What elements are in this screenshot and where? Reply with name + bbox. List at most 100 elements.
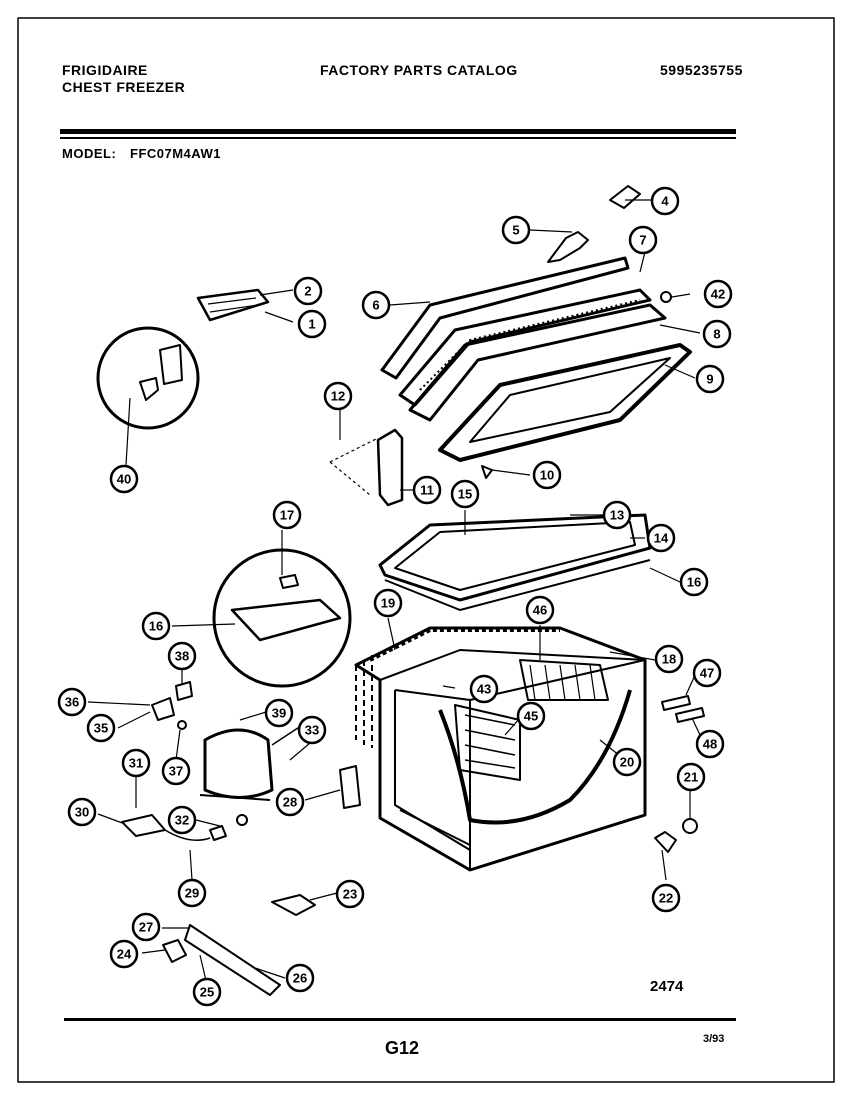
callout-number: 10: [540, 468, 554, 483]
callout-c25: 25: [192, 977, 222, 1007]
lid-outer-frame: [380, 256, 630, 380]
callout-circle: [264, 698, 294, 728]
callout-c29: 29: [177, 878, 207, 908]
callout-circle: [373, 588, 403, 618]
callout-c9: 9: [695, 364, 725, 394]
callout-number: 18: [662, 652, 676, 667]
callout-number: 32: [175, 813, 189, 828]
callout-circle: [692, 658, 722, 688]
callout-number: 20: [620, 755, 634, 770]
breaker-frame: [378, 513, 652, 602]
compressor: [203, 728, 274, 799]
callout-number: 31: [129, 756, 143, 771]
start-relay: [151, 697, 175, 721]
cabinet-base-rail: [399, 809, 471, 870]
callout-circle: [109, 464, 139, 494]
grommet: [177, 720, 187, 730]
breaker-frame-edge: [384, 559, 651, 611]
lid-screw: [481, 465, 493, 479]
callout-c18: 18: [654, 644, 684, 674]
catalog-part-number: 5995235755: [660, 62, 743, 78]
lid-gasket-inner: [469, 357, 671, 443]
control-knob: [279, 574, 299, 589]
callout-circle: [275, 787, 305, 817]
callout-c10: 10: [532, 460, 562, 490]
callout-circle: [131, 912, 161, 942]
callout-c46: 46: [525, 595, 555, 625]
callout-c42: 42: [703, 279, 733, 309]
callout-c5: 5: [501, 215, 531, 245]
basket-wires: [529, 664, 596, 701]
footer-rule: [64, 1018, 736, 1021]
callout-circle: [57, 687, 87, 717]
callout-number: 26: [293, 971, 307, 986]
callout-circle: [86, 713, 116, 743]
catalog-title: FACTORY PARTS CATALOG: [320, 62, 518, 78]
callout-number: 24: [117, 947, 132, 962]
lock-key: [139, 377, 159, 401]
callout-circle: [676, 762, 706, 792]
callout-c24: 24: [109, 939, 139, 969]
callout-c14: 14: [646, 523, 676, 553]
cabinet-gasket-loop: [438, 689, 632, 825]
callout-circle: [297, 715, 327, 745]
cabinet-top-edge: [379, 649, 646, 681]
divider-panel: [454, 704, 521, 781]
callout-number: 36: [65, 695, 79, 710]
compressor-mount: [236, 814, 248, 826]
header-rule: [60, 129, 736, 134]
callout-c30: 30: [67, 797, 97, 827]
callout-c26: 26: [285, 963, 315, 993]
callout-circle: [177, 878, 207, 908]
callout-circle: [323, 381, 353, 411]
brand-name: FRIGIDAIRE: [62, 62, 148, 78]
callout-circle: [501, 215, 531, 245]
divider-handle: [661, 695, 691, 711]
callout-number: 28: [283, 795, 297, 810]
callout-number: 6: [372, 298, 379, 313]
callout-c8: 8: [702, 319, 732, 349]
callout-circle: [695, 364, 725, 394]
callout-circle: [361, 290, 391, 320]
callout-c23: 23: [335, 879, 365, 909]
callout-c28: 28: [275, 787, 305, 817]
callout-circle: [335, 879, 365, 909]
callout-c11: 11: [412, 475, 442, 505]
callout-c27: 27: [131, 912, 161, 942]
callout-number: 46: [533, 603, 547, 618]
condenser-tubing: [369, 628, 560, 662]
hinge-screw-leader: [329, 437, 379, 496]
callout-c7: 7: [628, 225, 658, 255]
breaker-frame-inner: [394, 521, 636, 591]
callout-circle: [702, 319, 732, 349]
model-number: FFC07M4AW1: [130, 146, 221, 161]
lid-inner-panel: [408, 303, 667, 422]
callout-number: 22: [659, 891, 673, 906]
callout-c4: 4: [650, 186, 680, 216]
callout-c6: 6: [361, 290, 391, 320]
callout-number: 48: [703, 737, 717, 752]
callout-c37: 37: [161, 756, 191, 786]
callout-number: 16: [149, 619, 163, 634]
product-name: CHEST FREEZER: [62, 79, 186, 95]
lid-gasket: [438, 343, 692, 462]
callout-c13: 13: [602, 500, 632, 530]
callout-number: 8: [713, 327, 720, 342]
callout-number: 5: [512, 223, 519, 238]
divider-handle-clip: [675, 707, 705, 723]
callout-circle: [272, 500, 302, 530]
callout-circle: [450, 479, 480, 509]
callout-number: 19: [381, 596, 395, 611]
callout-number: 14: [654, 531, 669, 546]
callout-number: 39: [272, 706, 286, 721]
callout-c22: 22: [651, 883, 681, 913]
callout-circle: [285, 963, 315, 993]
callout-c12: 12: [323, 381, 353, 411]
callout-circle: [612, 747, 642, 777]
callout-number: 45: [524, 709, 538, 724]
callout-c2: 2: [293, 276, 323, 306]
callout-number: 33: [305, 723, 319, 738]
overload-protector: [175, 681, 193, 701]
